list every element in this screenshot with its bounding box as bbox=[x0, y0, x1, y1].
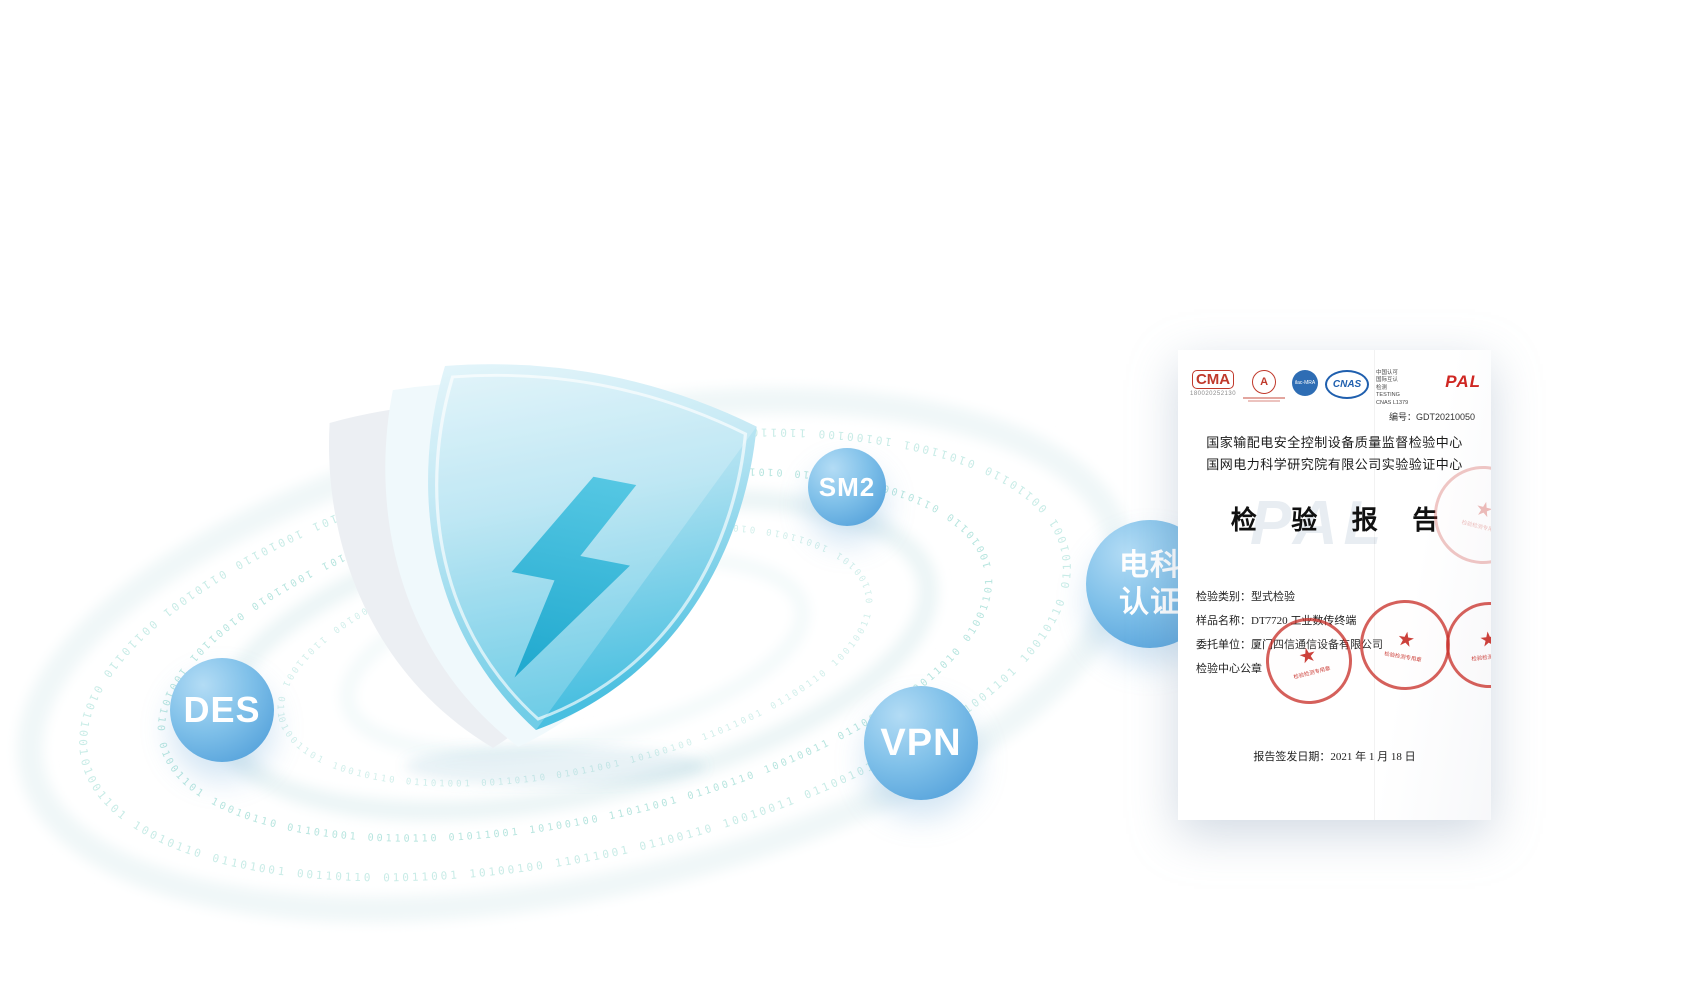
star-icon: ★ bbox=[1478, 627, 1491, 652]
cnas-logo: CNAS bbox=[1325, 370, 1370, 399]
cal-logo: A bbox=[1243, 370, 1286, 402]
badge-sm2: SM2 bbox=[808, 448, 886, 526]
report-title: 检 验 报 告 bbox=[1230, 506, 1453, 535]
badge-vpn-label: VPN bbox=[880, 721, 962, 764]
badge-dianke-line1: 电科 bbox=[1119, 548, 1181, 582]
field-inspection-seal: 检验中心公章 bbox=[1196, 663, 1262, 675]
cma-mark-icon: CMA bbox=[1191, 370, 1235, 389]
shield-front-layer bbox=[428, 364, 757, 730]
field-client: 委托单位：厦门四信通信设备有限公司 bbox=[1196, 639, 1383, 651]
field-inspection-type: 检验类别：型式检验 bbox=[1196, 591, 1295, 603]
accreditation-line: 检测 bbox=[1376, 384, 1388, 391]
shield-gloss bbox=[428, 364, 757, 730]
lightning-icon bbox=[511, 476, 637, 678]
pal-logo: PAL bbox=[1445, 372, 1481, 391]
red-seal-stamp: ★ 检验检测专用章 bbox=[1441, 597, 1491, 693]
red-seal-stamp-faint: ★ 检验检测专用章 bbox=[1423, 455, 1491, 575]
cal-subtext-line2 bbox=[1248, 400, 1281, 402]
accreditation-line: 国际互认 bbox=[1376, 377, 1399, 384]
star-icon: ★ bbox=[1296, 642, 1320, 669]
field-sample-name: 样品名称：DT7720 工业数传终端 bbox=[1196, 615, 1357, 627]
issuing-org-line2: 国网电力科学研究院有限公司实验验证中心 bbox=[1206, 457, 1463, 472]
accreditation-line: 中国认可 bbox=[1376, 370, 1399, 376]
accreditation-text-block: 中国认可 国际互认 检测 TESTING CNAS L1379 bbox=[1376, 370, 1408, 407]
fold-line bbox=[1374, 350, 1375, 820]
shield-shadow bbox=[405, 746, 705, 786]
stamp-label: 检验检测专用章 bbox=[1383, 651, 1422, 664]
cal-mark-icon: A bbox=[1252, 370, 1277, 394]
report-number: 编号：GDT20210050 bbox=[1388, 412, 1475, 422]
badge-des-label: DES bbox=[183, 689, 261, 730]
cma-number: 180020252130 bbox=[1190, 391, 1237, 397]
ilac-mra-logo: ilac-MRA bbox=[1292, 370, 1319, 396]
security-shield-icon bbox=[329, 364, 757, 748]
cal-subtext-line bbox=[1243, 397, 1286, 399]
stamp-label: 检验检测专用章 bbox=[1471, 652, 1491, 662]
badge-dianke-line2: 认证 bbox=[1119, 586, 1181, 619]
accreditation-line: CNAS L1379 bbox=[1376, 399, 1409, 406]
accreditation-logo-row: CMA 180020252130 A ilac-MRA CNAS 中国认可 国际… bbox=[1190, 370, 1481, 407]
inspection-report-document: CMA 180020252130 A ilac-MRA CNAS 中国认可 国际… bbox=[1178, 350, 1491, 820]
accreditation-line: TESTING bbox=[1376, 392, 1400, 399]
star-icon: ★ bbox=[1472, 496, 1491, 523]
badge-vpn: VPN bbox=[864, 686, 978, 800]
cma-logo: CMA 180020252130 bbox=[1190, 370, 1236, 397]
issue-date: 报告签发日期：2021 年 1 月 18 日 bbox=[1253, 751, 1416, 763]
badge-des: DES bbox=[170, 658, 274, 762]
shield-inner-outline bbox=[435, 373, 748, 721]
red-seal-stamp: ★ 检验检测专用章 bbox=[1352, 592, 1458, 698]
issuing-org-line1: 国家输配电安全控制设备质量监督检验中心 bbox=[1206, 435, 1463, 450]
badge-sm2-label: SM2 bbox=[818, 471, 876, 502]
star-icon: ★ bbox=[1395, 627, 1417, 652]
